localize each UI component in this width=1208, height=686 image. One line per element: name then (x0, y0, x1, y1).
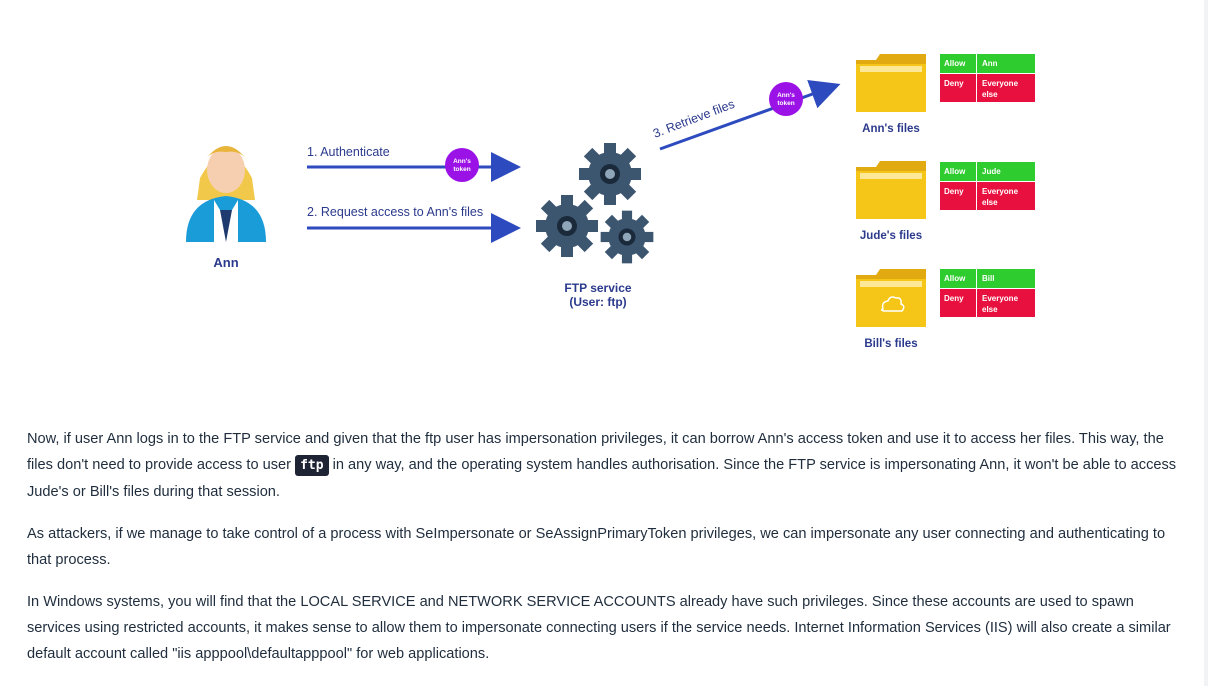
folder-label: Ann's files (862, 123, 920, 135)
acl-deny-line2: else (982, 305, 998, 314)
acl-allow: Allow (944, 167, 966, 176)
folder-label: Bill's files (864, 338, 917, 350)
paragraph-text: Now, if user Ann logs in to the FTP serv… (27, 431, 1164, 473)
acl-allow-user: Jude (982, 167, 1001, 176)
impersonation-diagram: Ann 1. Authenticate Ann's token 2. Reque… (186, 54, 1035, 350)
token-text-line1: Ann's (777, 92, 795, 99)
acl-allow: Allow (944, 59, 966, 68)
acl-table: Allow Ann Deny Everyone else (940, 54, 1035, 102)
token-badge-icon: Ann's token (769, 82, 803, 116)
ftp-service-gears-icon (536, 143, 654, 264)
acl-deny-line2: else (982, 90, 998, 99)
cloud-folder-icon (856, 269, 926, 327)
inline-code: ftp (295, 455, 329, 476)
acl-deny: Deny (944, 79, 964, 88)
user-avatar-icon (186, 146, 266, 242)
token-text-line1: Ann's (453, 158, 471, 165)
acl-table: Allow Jude Deny Everyone else (940, 162, 1035, 210)
step3-label: 3. Retrieve files (651, 97, 736, 141)
folder-icon (856, 161, 926, 219)
service-label-line1: FTP service (564, 281, 631, 295)
token-text-line2: token (777, 100, 794, 107)
user-label: Ann (213, 255, 238, 270)
acl-allow-user: Ann (982, 59, 998, 68)
acl-deny-line2: else (982, 198, 998, 207)
service-label-line2: (User: ftp) (569, 295, 626, 309)
acl-deny-line1: Everyone (982, 79, 1019, 88)
acl-deny: Deny (944, 294, 964, 303)
acl-deny-line1: Everyone (982, 187, 1019, 196)
step2-label: 2. Request access to Ann's files (307, 205, 483, 219)
step1-label: 1. Authenticate (307, 145, 390, 159)
article-body: Now, if user Ann logs in to the FTP serv… (27, 426, 1177, 683)
token-text-line2: token (453, 166, 470, 173)
retrieve-arrow (659, 80, 841, 151)
page-edge (1204, 0, 1208, 686)
paragraph: As attackers, if we manage to take contr… (27, 526, 1166, 568)
acl-allow-user: Bill (982, 274, 994, 283)
paragraph: Now, if user Ann logs in to the FTP serv… (27, 426, 1177, 505)
folder-label: Jude's files (860, 230, 922, 242)
acl-deny: Deny (944, 187, 964, 196)
token-badge-icon: Ann's token (445, 148, 479, 182)
paragraph-text: in any way, and the operating system han… (27, 457, 1177, 500)
acl-deny-line1: Everyone (982, 294, 1019, 303)
acl-table: Allow Bill Deny Everyone else (940, 269, 1035, 317)
folder-icon (856, 54, 926, 112)
paragraph: In Windows systems, you will find that t… (27, 594, 1171, 662)
acl-allow: Allow (944, 274, 966, 283)
